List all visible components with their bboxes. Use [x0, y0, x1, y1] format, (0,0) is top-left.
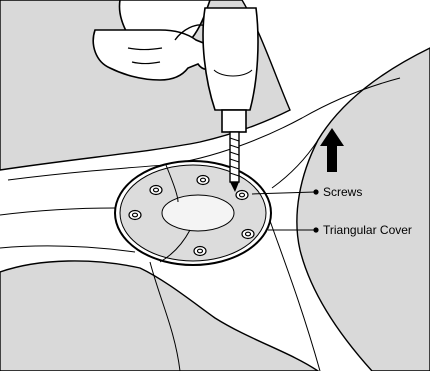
plate-center — [162, 195, 234, 231]
screws-label: Screws — [323, 185, 362, 199]
triangular-cover-label: Triangular Cover — [323, 223, 412, 237]
screw-hole — [129, 211, 141, 220]
screw-hole — [242, 230, 254, 239]
screw-hole — [197, 176, 209, 185]
screw-hole — [194, 247, 206, 256]
screw-hole — [236, 191, 248, 200]
screw-hole — [150, 186, 162, 195]
